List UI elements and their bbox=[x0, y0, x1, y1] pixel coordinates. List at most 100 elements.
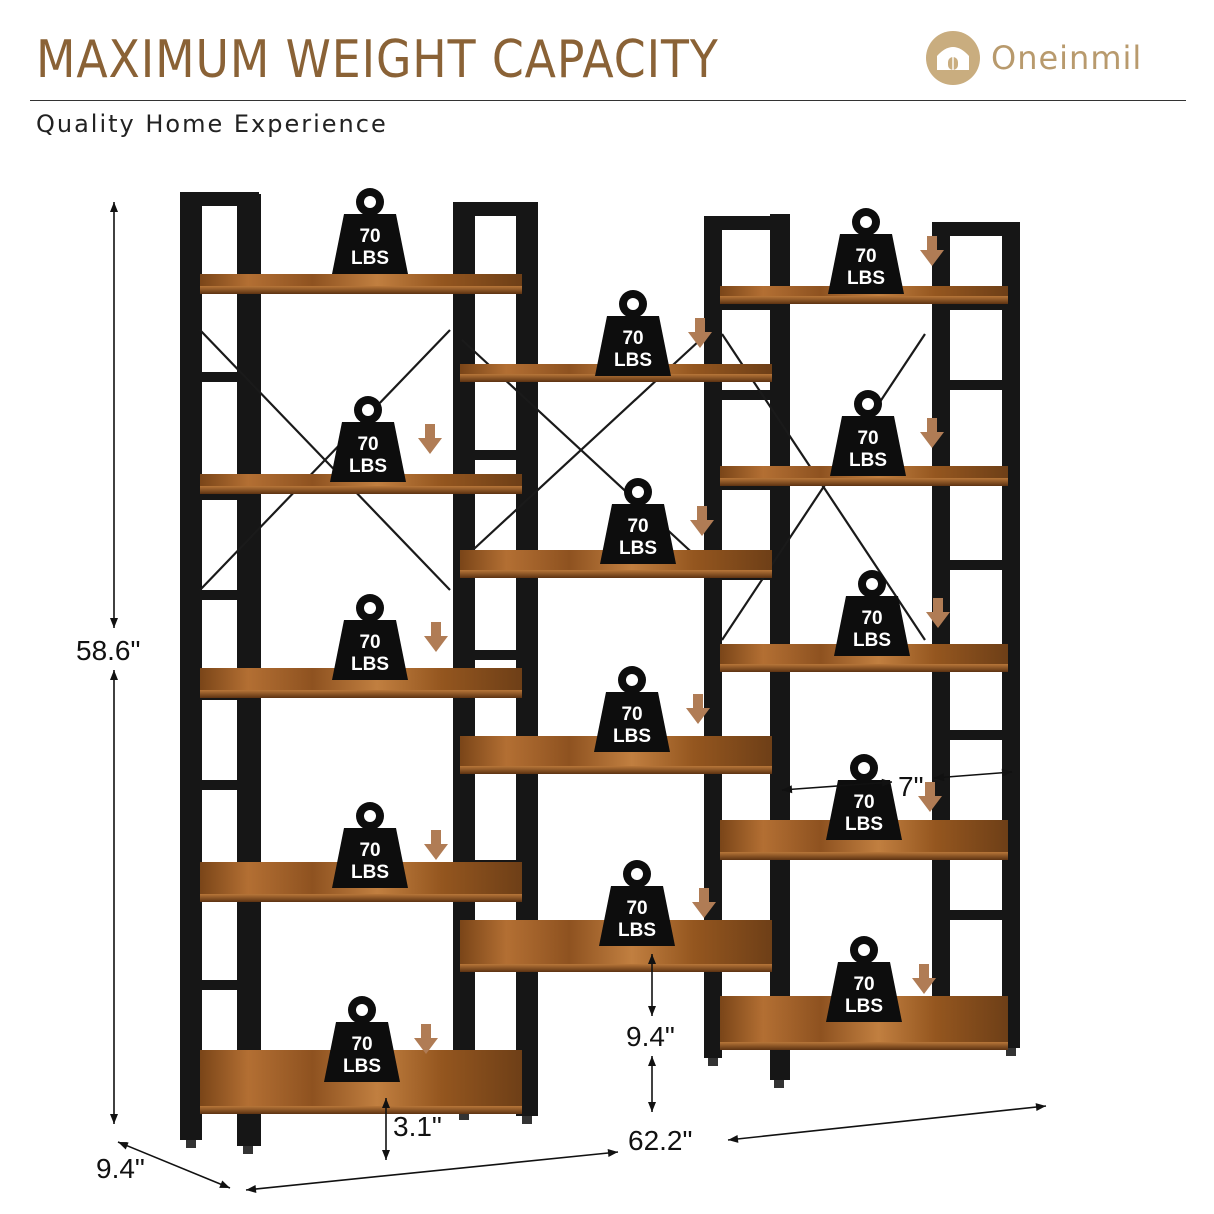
arrowhead-icon bbox=[118, 1142, 129, 1150]
shelf-front-edge bbox=[200, 1106, 522, 1114]
frame-top-bar bbox=[453, 202, 538, 216]
weight-ring-hole-icon bbox=[631, 868, 643, 880]
weight-body-icon bbox=[332, 620, 408, 680]
frame-foot bbox=[774, 1080, 784, 1088]
weight-unit: LBS bbox=[351, 862, 389, 883]
weight-ring-hole-icon bbox=[860, 216, 872, 228]
arrow-head bbox=[926, 612, 950, 628]
height-dimension-label: 58.6" bbox=[76, 635, 140, 666]
shelf-depth-dimension-left bbox=[781, 778, 893, 794]
arrow-shaft bbox=[431, 830, 441, 846]
arrow-shaft bbox=[431, 622, 441, 638]
brand-name: Oneinmil bbox=[991, 39, 1143, 77]
weight-body-icon bbox=[834, 596, 910, 656]
frame-foot bbox=[459, 1112, 469, 1120]
weight-body-icon bbox=[324, 1022, 400, 1082]
arrow-shaft bbox=[925, 782, 935, 798]
weight-unit: LBS bbox=[845, 996, 883, 1017]
weight-value: 70 bbox=[622, 328, 643, 349]
arrowhead-icon bbox=[648, 1006, 656, 1016]
frame-rung bbox=[460, 650, 530, 660]
weight-value: 70 bbox=[357, 434, 378, 455]
header-divider bbox=[30, 100, 1186, 101]
arrowhead-icon bbox=[382, 1150, 390, 1160]
arrowhead-icon bbox=[648, 1056, 656, 1066]
frame-post bbox=[1002, 222, 1020, 1048]
weight-body-icon bbox=[826, 962, 902, 1022]
weight-unit: LBS bbox=[845, 814, 883, 835]
weight-unit: LBS bbox=[619, 538, 657, 559]
dimension-lines bbox=[110, 202, 1047, 1193]
weight-value: 70 bbox=[853, 974, 874, 995]
weight-body-icon bbox=[600, 504, 676, 564]
dimension-line bbox=[727, 1105, 1047, 1141]
shelf-front-edge bbox=[200, 286, 522, 294]
arrow-shaft bbox=[697, 506, 707, 522]
dimension-line bbox=[245, 1151, 619, 1191]
frame-rung bbox=[710, 390, 784, 400]
weight-value: 70 bbox=[855, 246, 876, 267]
shelf-front-edge bbox=[200, 894, 522, 902]
arrowhead-icon bbox=[881, 778, 892, 787]
frame-rung bbox=[460, 450, 530, 460]
down-arrow-icon bbox=[920, 236, 944, 266]
page-title: MAXIMUM WEIGHT CAPACITY bbox=[36, 30, 719, 90]
shelf-front-edge bbox=[720, 664, 1008, 672]
arrow-head bbox=[920, 250, 944, 266]
width-dimension-label: 62.2" bbox=[628, 1125, 692, 1156]
frame-post bbox=[180, 198, 202, 1140]
weight-body-icon bbox=[332, 214, 408, 274]
frame-rung bbox=[190, 490, 250, 500]
weight-markers: 70LBS70LBS70LBS70LBS70LBS70LBS70LBS70LBS… bbox=[324, 188, 950, 1082]
down-arrow-icon bbox=[920, 418, 944, 448]
arrowhead-icon bbox=[728, 1134, 739, 1143]
weight-body-icon bbox=[332, 828, 408, 888]
shelf-front-edge bbox=[460, 964, 772, 972]
weight-unit: LBS bbox=[351, 654, 389, 675]
dimension-line bbox=[781, 781, 893, 791]
weight-ring-hole-icon bbox=[858, 944, 870, 956]
shelf-front-edge bbox=[460, 570, 772, 578]
frame-rung bbox=[940, 910, 1012, 920]
shelf-front-edge bbox=[720, 852, 1008, 860]
depth-dimension-label: 9.4" bbox=[96, 1153, 145, 1184]
frame-rung bbox=[710, 300, 784, 310]
shelf-front-edge bbox=[720, 296, 1008, 304]
weight-body-icon bbox=[826, 780, 902, 840]
arrowhead-icon bbox=[648, 954, 656, 964]
width-dimension-left bbox=[245, 1149, 619, 1193]
arrowhead-icon bbox=[246, 1185, 257, 1193]
shelf-front-edge bbox=[720, 478, 1008, 486]
weight-ring-hole-icon bbox=[866, 578, 878, 590]
arrow-shaft bbox=[693, 694, 703, 710]
weight-body-icon bbox=[830, 416, 906, 476]
weight-body-icon bbox=[599, 886, 675, 946]
frame-rung bbox=[940, 730, 1012, 740]
weight-unit: LBS bbox=[349, 456, 387, 477]
shelf-board bbox=[200, 274, 522, 294]
weight-unit: LBS bbox=[853, 630, 891, 651]
weight-body-icon bbox=[595, 316, 671, 376]
weight-value: 70 bbox=[359, 840, 380, 861]
frame-foot bbox=[708, 1058, 718, 1066]
shelf-front-edge bbox=[460, 766, 772, 774]
page-subtitle: Quality Home Experience bbox=[36, 110, 388, 138]
frame-post bbox=[704, 222, 722, 1058]
arrowhead-icon bbox=[1001, 768, 1012, 777]
weight-unit: LBS bbox=[343, 1056, 381, 1077]
arrowhead-icon bbox=[782, 785, 793, 794]
arrowhead-icon bbox=[607, 1149, 618, 1157]
frame-foot bbox=[1006, 1048, 1016, 1056]
frame-rung bbox=[190, 980, 250, 990]
arrowhead-icon bbox=[382, 1098, 390, 1108]
arrow-head bbox=[688, 332, 712, 348]
arrow-shaft bbox=[927, 236, 937, 252]
shelf-spacing-dimension-bottom bbox=[648, 1056, 656, 1112]
arrowhead-icon bbox=[648, 1102, 656, 1112]
arrow-head bbox=[920, 432, 944, 448]
